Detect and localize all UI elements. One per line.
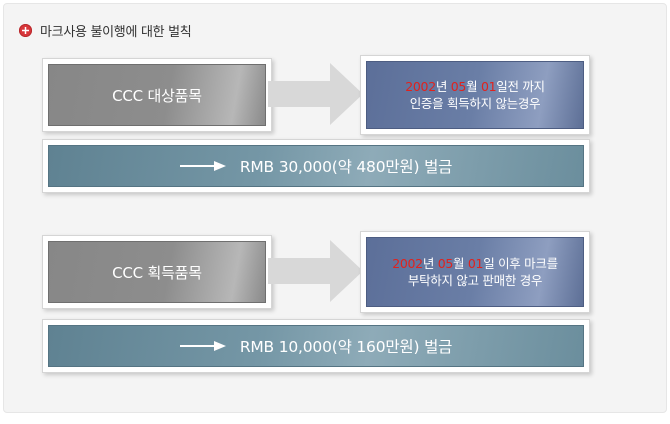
condition-card-1: 2002년 05월 01일전 까지 인증을 획득하지 않는경우 [360, 55, 590, 135]
subject-box: CCC 획득품목 [48, 241, 266, 303]
penalty-card-1: RMB 30,000(약 480만원) 벌금 [42, 139, 590, 193]
condition-day: 01 [480, 79, 497, 94]
subject-card-1: CCC 대상품목 [42, 58, 272, 132]
condition-line-1-rest: 일전 까지 [496, 79, 545, 94]
condition-card-2: 2002년 05월 01일 이후 마크를 부탁하지 않고 판매한 경우 [360, 231, 590, 313]
subject-label: CCC 대상품목 [112, 86, 202, 105]
section-title: 마크사용 불이행에 대한 벌칙 [40, 25, 192, 40]
penalty-text: RMB 10,000(약 160만원) 벌금 [239, 338, 453, 356]
penalty-box: RMB 10,000(약 160만원) 벌금 [48, 325, 584, 367]
condition-year-suffix: 년 [422, 256, 438, 271]
long-arrow-icon [179, 161, 226, 171]
condition-month: 05 [437, 256, 454, 271]
penalty-box: RMB 30,000(약 480만원) 벌금 [48, 145, 584, 187]
condition-month-suffix: 월 [453, 256, 468, 271]
condition-year: 2002 [405, 79, 436, 94]
condition-line-2: 인증을 획득하지 않는경우 [409, 96, 541, 111]
condition-box: 2002년 05월 01일전 까지 인증을 획득하지 않는경우 [366, 61, 584, 129]
condition-box: 2002년 05월 01일 이후 마크를 부탁하지 않고 판매한 경우 [366, 237, 584, 307]
condition-month: 05 [450, 79, 467, 94]
condition-line-1: 2002년 05월 01일 이후 마크를 [392, 255, 558, 272]
condition-day: 01 [467, 256, 484, 271]
right-arrow-icon [268, 240, 363, 302]
condition-line-1: 2002년 05월 01일전 까지 [405, 78, 545, 95]
subject-box: CCC 대상품목 [48, 64, 266, 126]
subject-card-2: CCC 획득품목 [42, 235, 272, 309]
section-header: 마크사용 불이행에 대한 벌칙 [19, 21, 192, 40]
right-arrow-icon [268, 63, 363, 125]
condition-year: 2002 [392, 256, 423, 271]
condition-line-1-rest: 일 이후 마크를 [483, 256, 558, 271]
condition-month-suffix: 월 [466, 79, 481, 94]
penalty-text: RMB 30,000(약 480만원) 벌금 [239, 158, 453, 176]
subject-label: CCC 획득품목 [112, 263, 202, 282]
condition-year-suffix: 년 [435, 79, 451, 94]
plus-circle-icon [19, 24, 32, 37]
penalty-card-2: RMB 10,000(약 160만원) 벌금 [42, 319, 590, 373]
condition-line-2: 부탁하지 않고 판매한 경우 [407, 273, 543, 288]
long-arrow-icon [179, 341, 226, 351]
